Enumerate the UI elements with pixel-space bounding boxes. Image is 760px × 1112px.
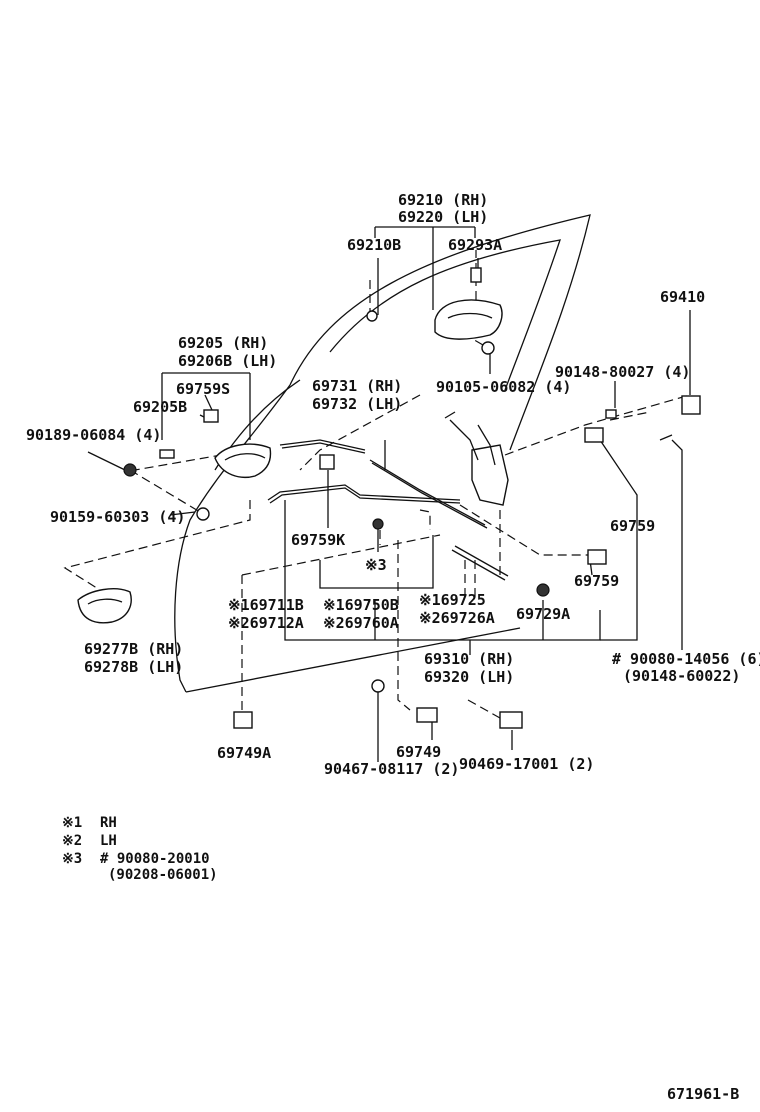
label-69210: 69210 (RH) bbox=[398, 191, 488, 209]
door-lock-assembly bbox=[444, 411, 509, 506]
small-parts bbox=[123, 267, 701, 729]
label-90469-17001: 90469-17001 (2) bbox=[459, 755, 594, 773]
label-69205: 69205 (RH) bbox=[178, 334, 268, 352]
label-69320: 69320 (LH) bbox=[424, 668, 514, 686]
note-2-text: LH bbox=[100, 833, 117, 849]
label-69732: 69732 (LH) bbox=[312, 395, 402, 413]
note-1-text: RH bbox=[100, 815, 117, 831]
label-69205b: 69205B bbox=[133, 398, 187, 416]
label-269760a: ※269760A bbox=[323, 614, 399, 632]
part-labels: 69210 (RH) 69220 (LH) 69210B 69293A 6941… bbox=[26, 191, 760, 778]
label-90159-60303: 90159-60303 (4) bbox=[50, 508, 185, 526]
label-69277b: 69277B (RH) bbox=[84, 640, 183, 658]
label-90105-06082: 90105-06082 (4) bbox=[436, 378, 571, 396]
label-69759s: 69759S bbox=[176, 380, 230, 398]
label-69729a: 69729A bbox=[516, 605, 570, 623]
label-90467-08117: 90467-08117 (2) bbox=[324, 760, 459, 778]
label-69220: 69220 (LH) bbox=[398, 208, 488, 226]
leader-lines bbox=[87, 226, 691, 762]
label-69206b: 69206B (LH) bbox=[178, 352, 277, 370]
label-69749: 69749 bbox=[396, 743, 441, 761]
inside-handle-bezel bbox=[77, 588, 132, 624]
note-3-mark: ※3 bbox=[62, 851, 82, 867]
label-90189-06084: 90189-06084 (4) bbox=[26, 426, 161, 444]
label-69759-a: 69759 bbox=[610, 517, 655, 535]
label-169711b: ※169711B bbox=[228, 596, 304, 614]
label-note3-ref: ※3 bbox=[365, 556, 387, 574]
label-69410: 69410 bbox=[660, 288, 705, 306]
label-69278b: 69278B (LH) bbox=[84, 658, 183, 676]
note-3-text: # 90080-20010 bbox=[100, 851, 210, 867]
label-69210b: 69210B bbox=[347, 236, 401, 254]
label-90148-80027: 90148-80027 (4) bbox=[555, 363, 690, 381]
note-2-mark: ※2 bbox=[62, 833, 82, 849]
note-1-mark: ※1 bbox=[62, 815, 82, 831]
dashed-lines bbox=[63, 250, 691, 720]
label-90080-14056: # 90080-14056 (6) bbox=[612, 650, 760, 668]
label-169750b: ※169750B bbox=[323, 596, 399, 614]
label-269712a: ※269712A bbox=[228, 614, 304, 632]
label-69749a: 69749A bbox=[217, 744, 271, 762]
inside-handle bbox=[214, 443, 272, 478]
label-69731: 69731 (RH) bbox=[312, 377, 402, 395]
label-69310: 69310 (RH) bbox=[424, 650, 514, 668]
label-269726a: ※269726A bbox=[419, 609, 495, 627]
figure-code: 671961-B bbox=[667, 1085, 739, 1103]
label-69759-b: 69759 bbox=[574, 572, 619, 590]
lock-rods bbox=[267, 439, 509, 581]
note-4-text: (90208-06001) bbox=[108, 867, 218, 883]
footnotes: ※1 RH ※2 LH ※3 # 90080-20010 (90208-0600… bbox=[62, 815, 218, 883]
label-69759k: 69759K bbox=[291, 531, 345, 549]
label-169725: ※169725 bbox=[419, 591, 486, 609]
label-90148-60022: (90148-60022) bbox=[623, 667, 740, 685]
label-69293a: 69293A bbox=[448, 236, 502, 254]
outside-handle bbox=[434, 299, 503, 340]
